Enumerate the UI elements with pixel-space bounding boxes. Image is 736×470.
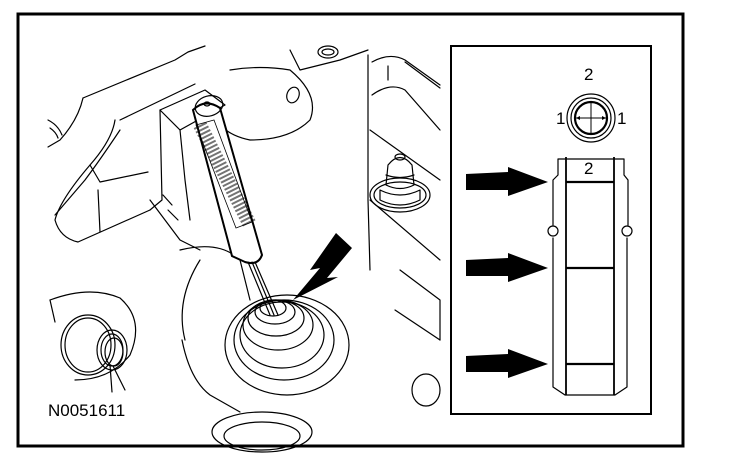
valve-tip-right — [369, 153, 431, 213]
inset-panel: 2 1 1 2 — [450, 45, 652, 415]
bore-left — [49, 291, 137, 393]
lifter-label-2: 2 — [584, 159, 593, 178]
plug-hole — [411, 373, 441, 407]
outer-frame — [16, 12, 685, 448]
valve-spring-seat — [179, 246, 350, 413]
knurled-grip — [193, 119, 257, 229]
bore-bottom — [211, 411, 313, 453]
inset-arrows — [466, 167, 548, 378]
inset-arrow-bottom — [466, 349, 548, 378]
inset-frame — [450, 45, 652, 415]
top-view-label-2: 2 — [584, 65, 593, 84]
pointer-arrow — [293, 233, 352, 300]
valve-tool — [191, 95, 279, 316]
top-view-label-1-right: 1 — [617, 109, 626, 128]
inset-arrow-top — [466, 167, 548, 196]
cylinder-head-drawing — [47, 45, 441, 453]
top-view-label-1-left: 1 — [556, 109, 565, 128]
lifter-top-view — [566, 93, 616, 143]
inset-arrow-middle — [466, 253, 548, 282]
part-number: N0051611 — [48, 401, 125, 420]
lifter-side-view — [547, 157, 633, 396]
